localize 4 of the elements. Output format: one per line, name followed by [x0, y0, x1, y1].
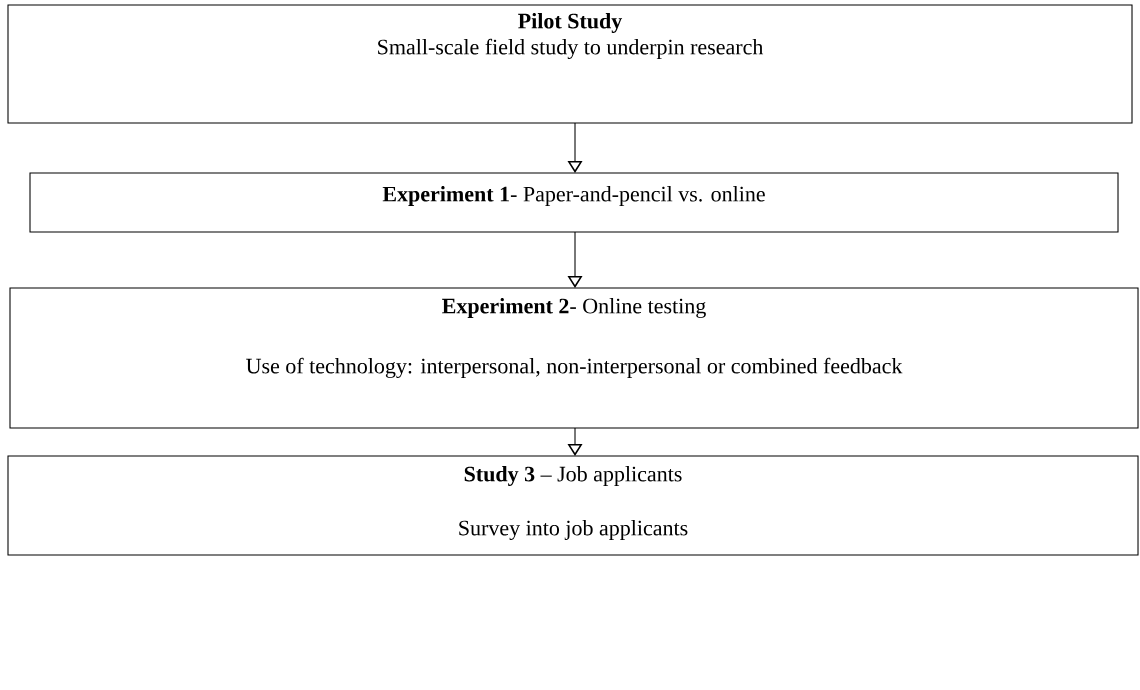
text-box: Experiment 2- Online testing Use of technology: interpersonal, non-interpersonal or combined feedback	[9, 287, 1139, 429]
text-box: Experiment 1- Paper-and-pencil vs. online	[29, 172, 1119, 233]
text-box: Pilot Study Small-scale field study to underpin research	[7, 4, 1133, 124]
text-box: Study 3 – Job applicants Survey into job applicants	[7, 455, 1139, 556]
